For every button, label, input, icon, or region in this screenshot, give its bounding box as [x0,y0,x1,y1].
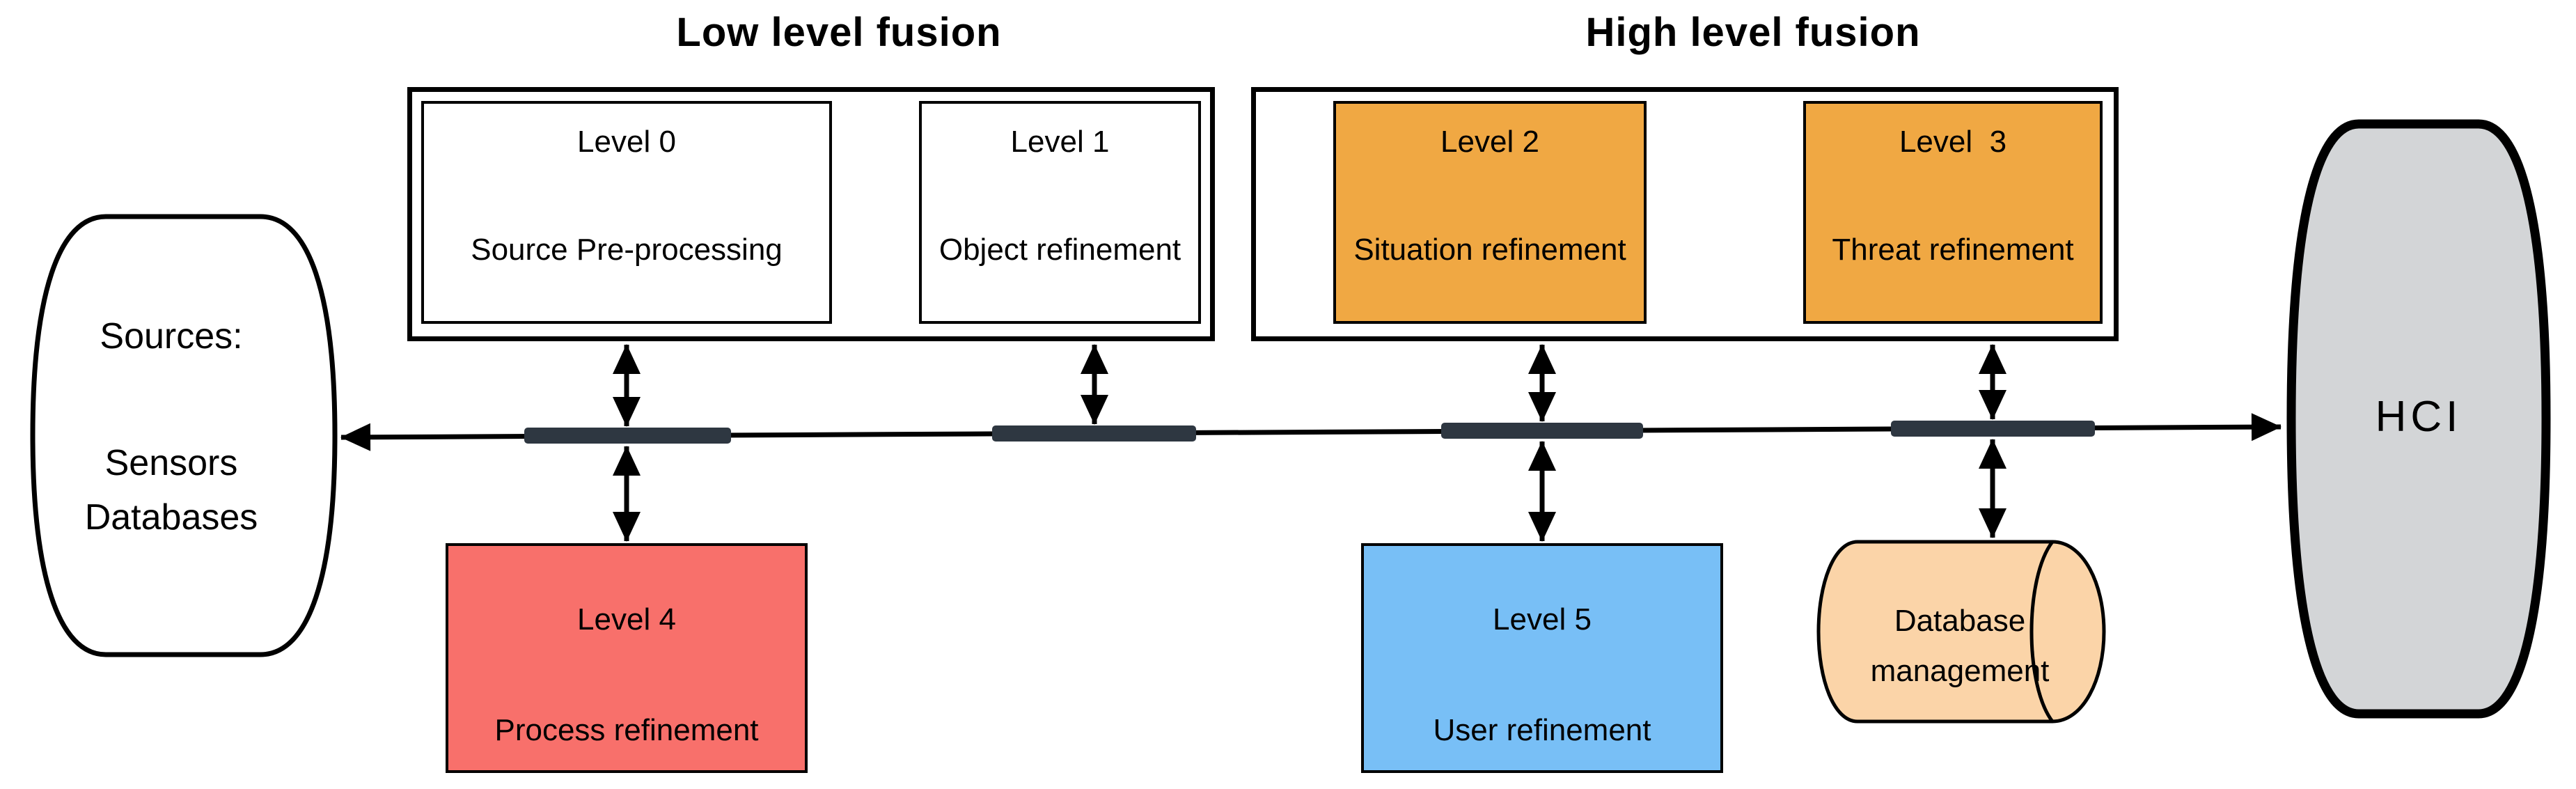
level-1-title: Level 1 [1010,125,1110,159]
bus-node-segment [1891,421,2095,437]
level-5-title: Level 5 [1493,602,1592,636]
database-management-label: Database management [1845,540,2075,724]
level-1-box: Level 1 Object refinement [919,101,1201,324]
bus-node-segment [992,425,1196,442]
hci-shape [2286,119,2551,719]
level-2-box: Level 2 Situation refinement [1333,101,1647,324]
level-4-title: Level 4 [577,602,676,636]
level-4-subtitle: Process refinement [494,713,759,747]
sources-item-sensors: Sensors [104,443,238,483]
hci-label: HCI [2375,393,2463,441]
database-label-line2: management [1870,654,2050,688]
level-0-box: Level 0 Source Pre-processing [421,101,832,324]
level-5-box: Level 5 User refinement [1361,543,1723,773]
low-level-fusion-title: Low level fusion [676,10,1002,55]
sources-title: Sources: [100,316,243,357]
database-cylinder-shape [1816,540,2106,724]
level-2-subtitle: Situation refinement [1353,233,1626,267]
high-level-fusion-title: High level fusion [1585,10,1921,55]
sources-label: Sources: Sensors Databases [18,214,324,657]
level-5-subtitle: User refinement [1433,713,1651,747]
level-3-box: Level 3 Threat refinement [1803,101,2103,324]
level-1-subtitle: Object refinement [938,233,1181,267]
sources-item-databases: Databases [84,497,258,538]
database-label-line1: Database [1894,604,2026,638]
level-3-subtitle: Threat refinement [1832,233,2074,267]
level-2-title: Level 2 [1440,125,1539,159]
level-4-box: Level 4 Process refinement [446,543,808,773]
bus-node-segment [1441,423,1643,439]
bus-node-segment [524,428,731,444]
sources-shape [30,214,338,657]
level-0-title: Level 0 [577,125,676,159]
database-cylinder-rim [2029,540,2054,723]
level-0-subtitle: Source Pre-processing [471,233,783,267]
level-3-title: Level 3 [1899,125,2007,159]
